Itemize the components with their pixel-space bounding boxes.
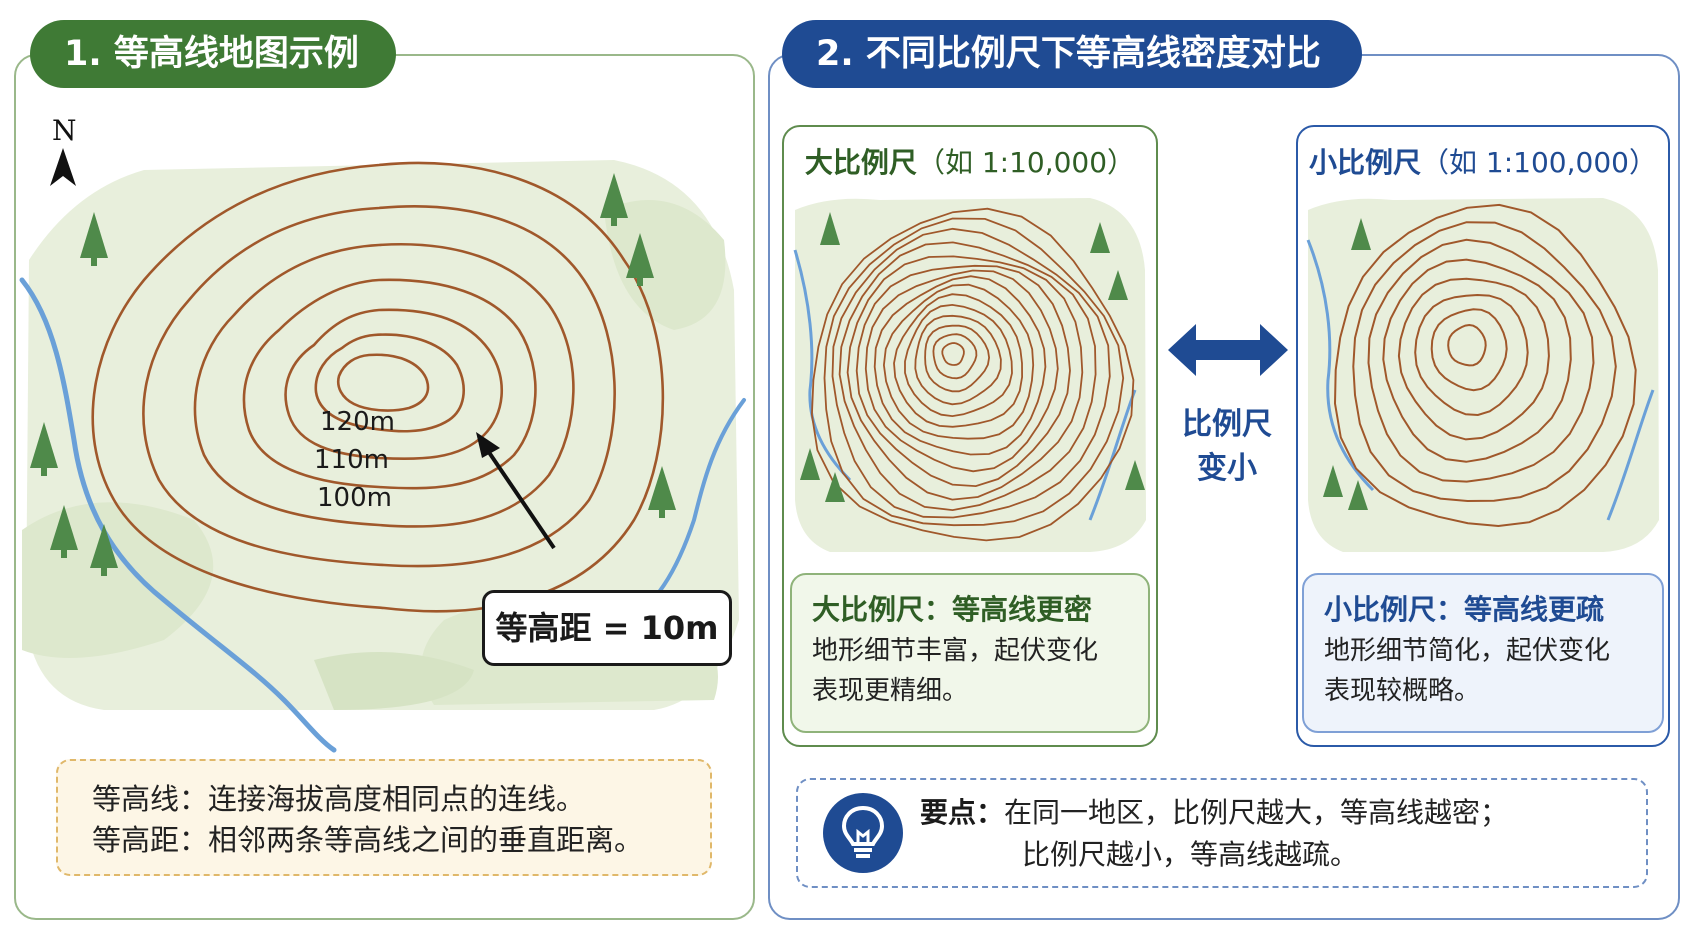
contour-example-title: 1. 等高线地图示例 [30, 20, 396, 88]
contour-line [904, 303, 1013, 418]
tree-icon [820, 212, 840, 245]
contour-line [1430, 308, 1508, 392]
definition-contour-line: 等高线：连接海拔高度相同点的连线。 [92, 782, 586, 816]
contour-line [864, 269, 1059, 473]
tree-icon [30, 422, 58, 476]
tree-icon [1125, 460, 1145, 490]
land-area [604, 200, 726, 330]
key-point-line: 在同一地区，比例尺越大，等高线越密； [1004, 796, 1509, 829]
contour-line [831, 227, 1111, 519]
contour-line [823, 217, 1125, 527]
contour-line [1447, 323, 1487, 367]
river [1088, 389, 1137, 521]
contour-label-100: 100m [317, 483, 392, 513]
definition-contour-interval: 等高距：相邻两条等高线之间的垂直距离。 [92, 823, 644, 857]
interval-arrow-head [476, 432, 500, 458]
large-scale-summary: 大比例尺：等高线更密 地形细节丰富，起伏变化 表现更精细。 [790, 573, 1150, 733]
tree-icon [1090, 222, 1110, 253]
tree-icon [1348, 480, 1368, 510]
tree-icon [600, 173, 628, 226]
contour-line [924, 324, 991, 393]
contour-line [810, 207, 1135, 542]
key-point-label: 要点： [920, 796, 1005, 829]
key-point-text: 要点：在同一地区，比例尺越大，等高线越密； 比例尺越小，等高线越疏。 [920, 792, 1508, 876]
river [1606, 389, 1655, 521]
large-scale-summary-title: 大比例尺：等高线更密 [812, 593, 1093, 626]
tree-icon [1108, 270, 1128, 300]
contour-line [882, 283, 1035, 440]
key-point-line: 比例尺越小，等高线越疏。 [1022, 838, 1359, 871]
tree-icon [50, 505, 78, 558]
river [793, 249, 852, 482]
river [1306, 239, 1375, 492]
double-arrow-icon [1168, 324, 1288, 376]
contour-line [1352, 221, 1617, 503]
contour-line [838, 241, 1097, 512]
contour-line [893, 293, 1024, 428]
small-scale-map [1306, 198, 1659, 552]
contour-line [1382, 258, 1572, 463]
contour-line [1367, 238, 1595, 483]
contour-line [193, 243, 575, 528]
large-scale-heading: 大比例尺（如 1:10,000） [804, 146, 1136, 179]
tree-icon [648, 466, 676, 518]
tree-icon [90, 524, 118, 576]
north-label: N [52, 114, 77, 147]
contour-interval-label: 等高距 = 10m [482, 590, 732, 666]
contour-line [855, 264, 1071, 488]
small-scale-summary: 小比例尺：等高线更疏 地形细节简化，起伏变化 表现较概略。 [1302, 573, 1664, 733]
north-arrow-icon [50, 148, 76, 186]
large-scale-summary-line: 表现更精细。 [812, 676, 969, 706]
tree-icon [1351, 218, 1371, 250]
contour-line [873, 275, 1047, 456]
tree-icon [80, 212, 108, 266]
definition-box: 等高线：连接海拔高度相同点的连线。 等高距：相邻两条等高线之间的垂直距离。 [56, 759, 712, 876]
tree-icon [1323, 465, 1343, 497]
small-scale-heading: 小比例尺（如 1:100,000） [1309, 146, 1657, 179]
large-scale-summary-line: 地形细节丰富，起伏变化 [812, 636, 1099, 666]
contour-line [1333, 203, 1637, 528]
river [19, 277, 337, 753]
lightbulb-icon [823, 793, 903, 873]
contour-label-120: 120m [320, 407, 395, 437]
key-point-box [796, 778, 1648, 888]
contour-line [314, 333, 465, 433]
small-scale-summary-line: 表现较概略。 [1324, 676, 1481, 706]
contour-line [914, 314, 1002, 406]
small-scale-summary-title: 小比例尺：等高线更疏 [1324, 593, 1605, 626]
tree-icon [626, 233, 654, 286]
land-area [1308, 198, 1659, 552]
contour-line [336, 353, 430, 412]
contour-line [242, 278, 537, 490]
small-scale-summary-line: 地形细节简化，起伏变化 [1324, 636, 1611, 666]
land-area [314, 652, 474, 710]
contour-line [846, 255, 1084, 501]
tree-icon [825, 472, 845, 502]
scale-decrease-label: 比例尺 变小 [1182, 407, 1272, 486]
contour-line [91, 161, 665, 613]
scale-comparison-title: 2. 不同比例尺下等高线密度对比 [782, 20, 1362, 88]
contour-line [941, 342, 965, 366]
contour-line [932, 333, 978, 380]
contour-label-110: 110m [314, 445, 389, 475]
large-scale-map [793, 198, 1146, 552]
contour-line [284, 308, 503, 461]
tree-icon [800, 448, 820, 480]
contour-line [1414, 293, 1529, 417]
interval-arrow [482, 443, 556, 550]
contour-line [1397, 277, 1550, 441]
contour-line [142, 205, 616, 568]
